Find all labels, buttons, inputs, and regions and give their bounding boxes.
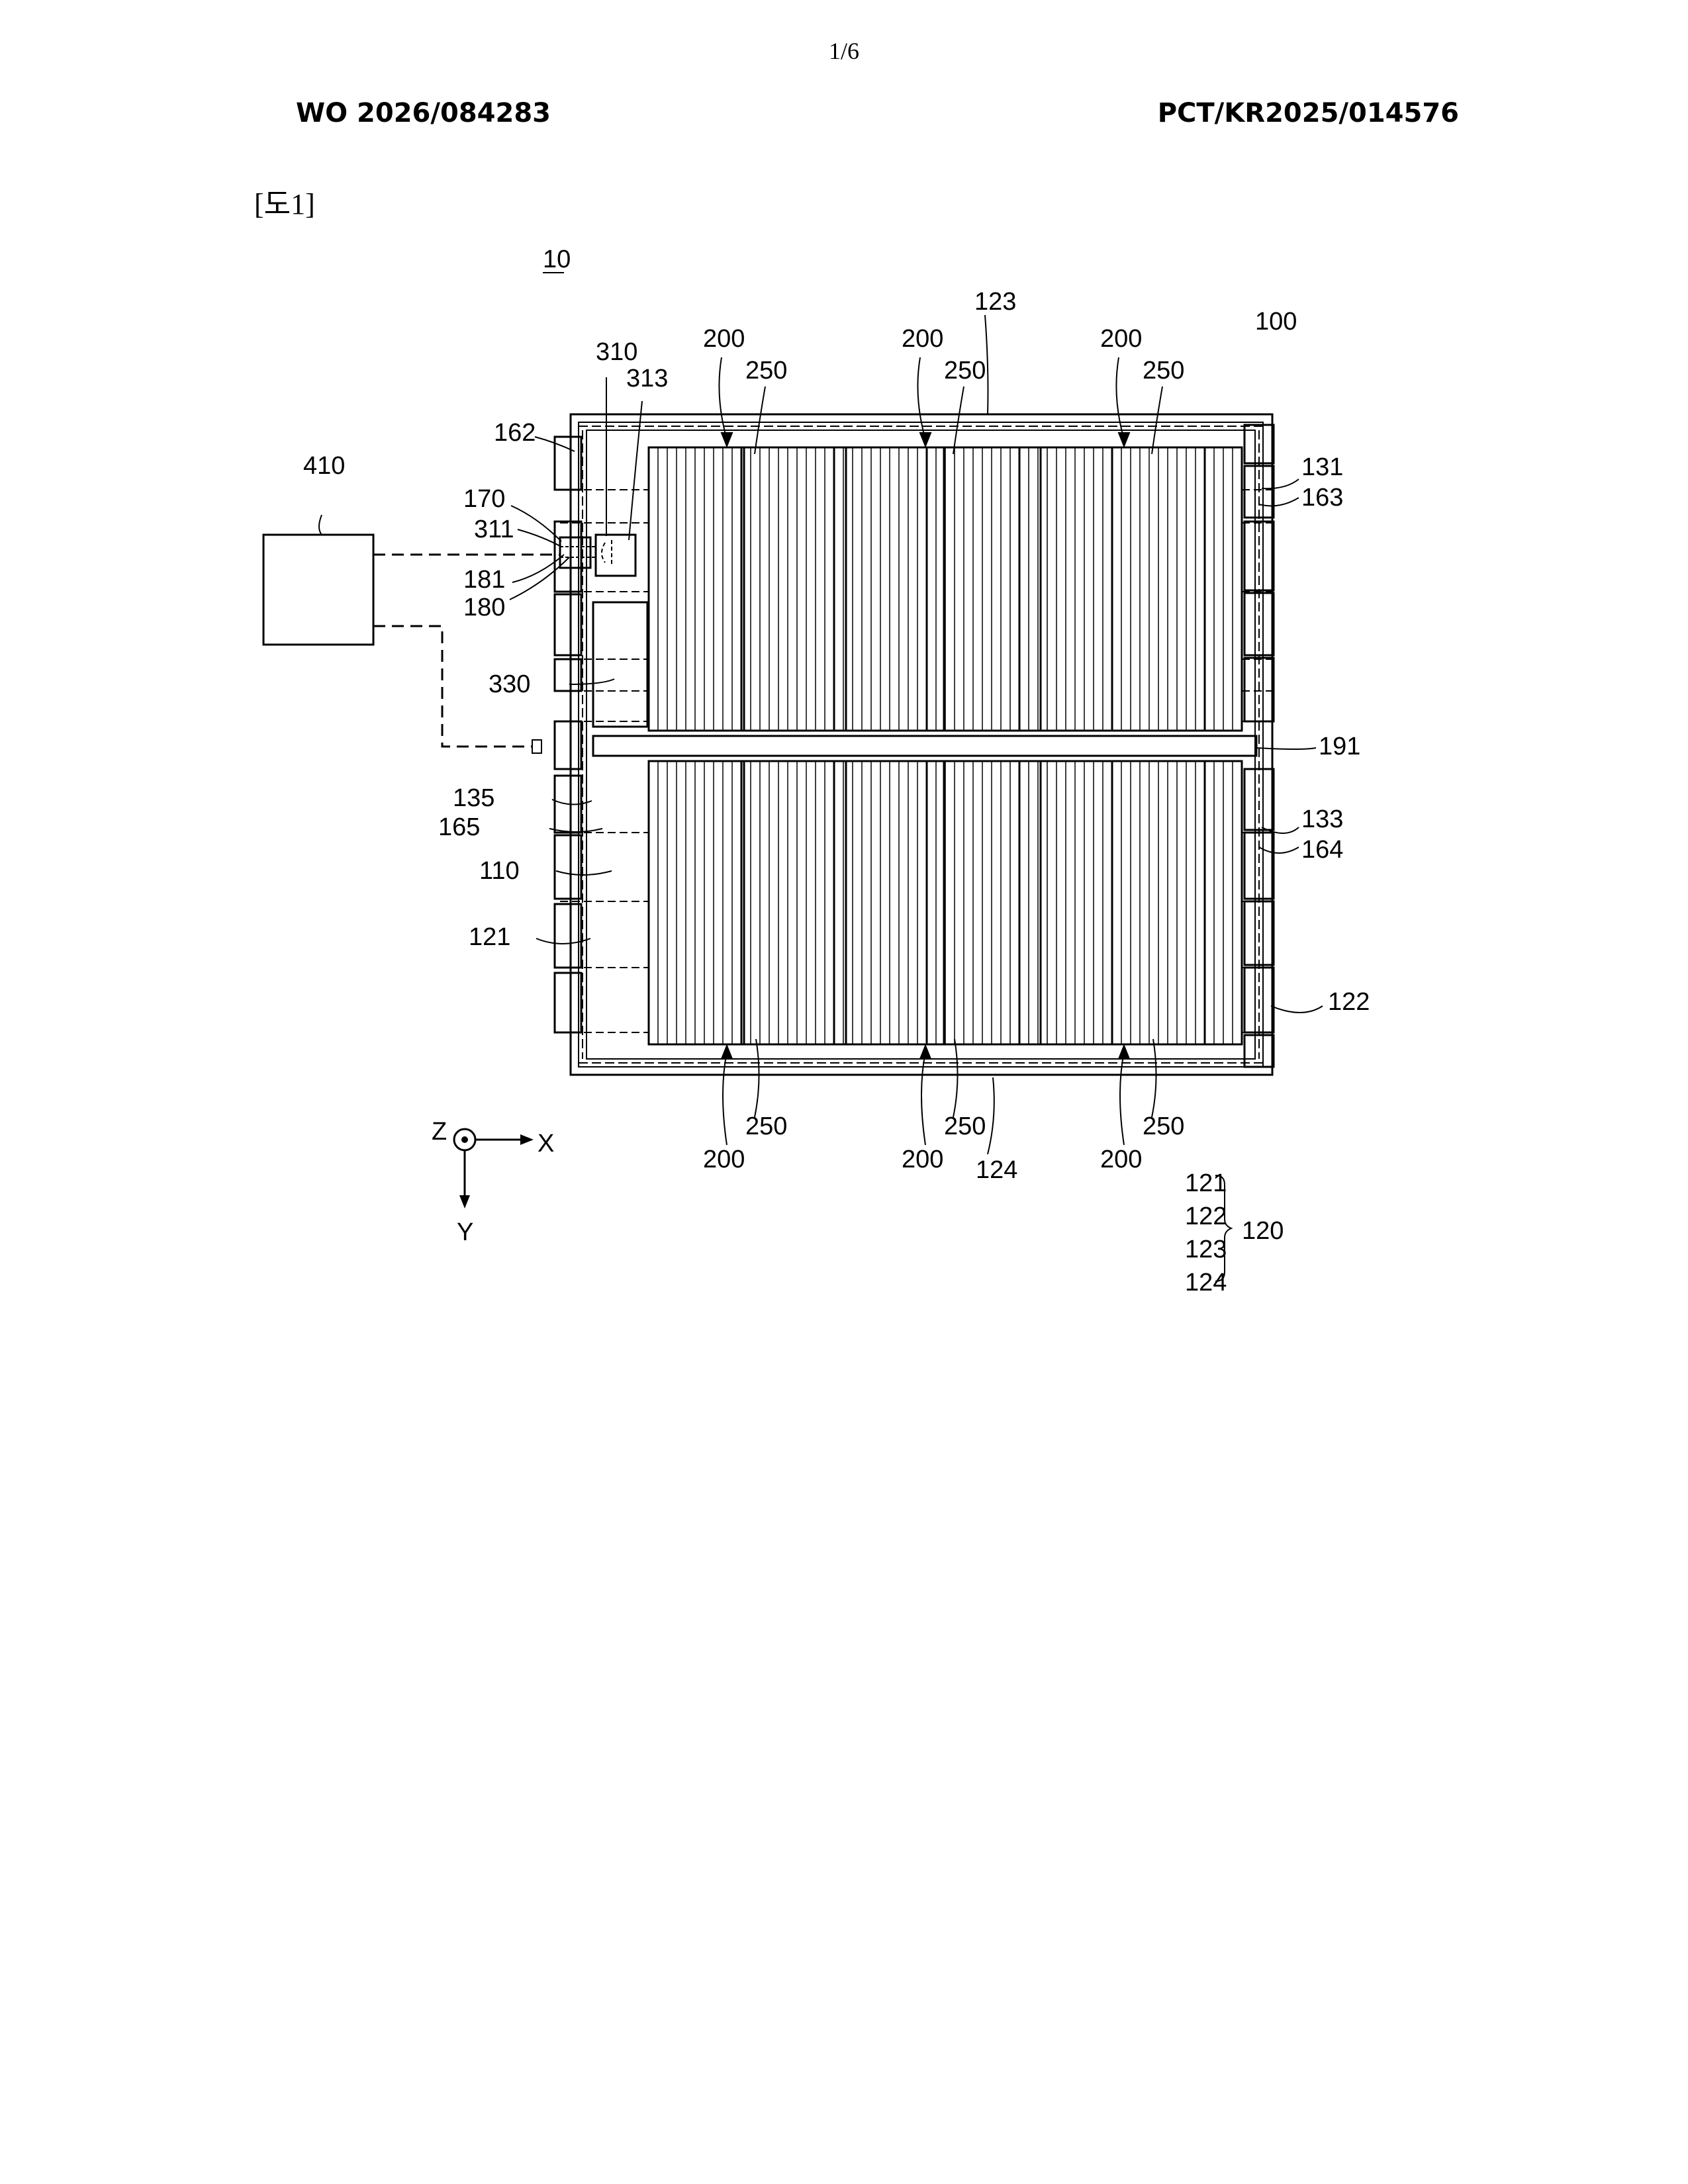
axis-z-label: Z [432, 1118, 447, 1146]
ref-200: 200 [703, 325, 745, 353]
ref-170: 170 [463, 485, 505, 513]
brace-item-121: 121 [1185, 1169, 1227, 1197]
ref-133: 133 [1301, 805, 1343, 833]
arrow-head [920, 433, 931, 446]
cell-leader [953, 1039, 958, 1117]
ref-122: 122 [1328, 988, 1370, 1016]
arrow-head [1119, 1046, 1129, 1059]
left-channel-box [555, 835, 581, 899]
ref-250: 250 [745, 357, 787, 385]
outer-frame [571, 414, 1272, 1075]
ref-165: 165 [438, 813, 480, 841]
module-arrow [1116, 357, 1124, 439]
ref-250: 250 [1143, 357, 1184, 385]
cell-leader [755, 1039, 759, 1117]
arrow-head [1119, 433, 1129, 446]
ref-10: 10 [543, 246, 571, 273]
brace-label-120: 120 [1242, 1217, 1284, 1245]
brace-item-123: 123 [1185, 1236, 1227, 1263]
cross-beam [593, 736, 1256, 756]
ref-123: 123 [974, 288, 1016, 316]
axis-y-label: Y [457, 1218, 473, 1246]
ref-200: 200 [1100, 1146, 1142, 1173]
inner-frame-2 [586, 430, 1255, 1059]
ref-200: 200 [902, 1146, 943, 1173]
ref-181: 181 [463, 566, 505, 594]
ref-250: 250 [944, 357, 986, 385]
cell-leader [755, 387, 765, 454]
left-channel-box [555, 721, 581, 769]
brace-item-122: 122 [1185, 1203, 1227, 1230]
arrow-head [722, 1046, 732, 1059]
ref-250: 250 [944, 1113, 986, 1140]
component-313 [596, 535, 635, 576]
ref-100: 100 [1255, 308, 1297, 336]
ref-200: 200 [902, 325, 943, 353]
arrow-head [920, 1046, 931, 1059]
cell-leader [1152, 387, 1162, 454]
left-channel-box [555, 594, 581, 655]
ref-121: 121 [469, 923, 510, 951]
left-channel-box [555, 904, 581, 968]
ref-180: 180 [463, 594, 505, 621]
ref-163: 163 [1301, 484, 1343, 512]
ref-311: 311 [474, 516, 514, 543]
arrow-head [722, 433, 732, 446]
ref-313: 313 [626, 365, 668, 392]
inner-frame [579, 422, 1263, 1067]
brace-item-124: 124 [1185, 1269, 1227, 1297]
module-arrow [917, 357, 925, 439]
ref-131: 131 [1301, 453, 1343, 481]
cell-leader [1152, 1039, 1156, 1117]
ref-200: 200 [703, 1146, 745, 1173]
ref-250: 250 [1143, 1113, 1184, 1140]
controller-box [263, 535, 373, 645]
ref-250: 250 [745, 1113, 787, 1140]
left-channel-box [555, 659, 581, 691]
ref-310: 310 [596, 338, 637, 366]
ref-110: 110 [479, 857, 520, 885]
cell-leader [953, 387, 964, 454]
ref-124: 124 [976, 1156, 1017, 1184]
ref-135: 135 [453, 784, 494, 812]
ref-330: 330 [489, 670, 530, 698]
ref-410: 410 [303, 452, 345, 480]
ref-162: 162 [494, 419, 536, 447]
ref-191: 191 [1319, 733, 1360, 760]
component-330 [593, 602, 647, 727]
ref-200: 200 [1100, 325, 1142, 353]
left-channel-box [555, 973, 581, 1032]
ref-164: 164 [1301, 836, 1343, 864]
axis-x-label: X [538, 1130, 554, 1158]
module-arrow [719, 357, 727, 439]
